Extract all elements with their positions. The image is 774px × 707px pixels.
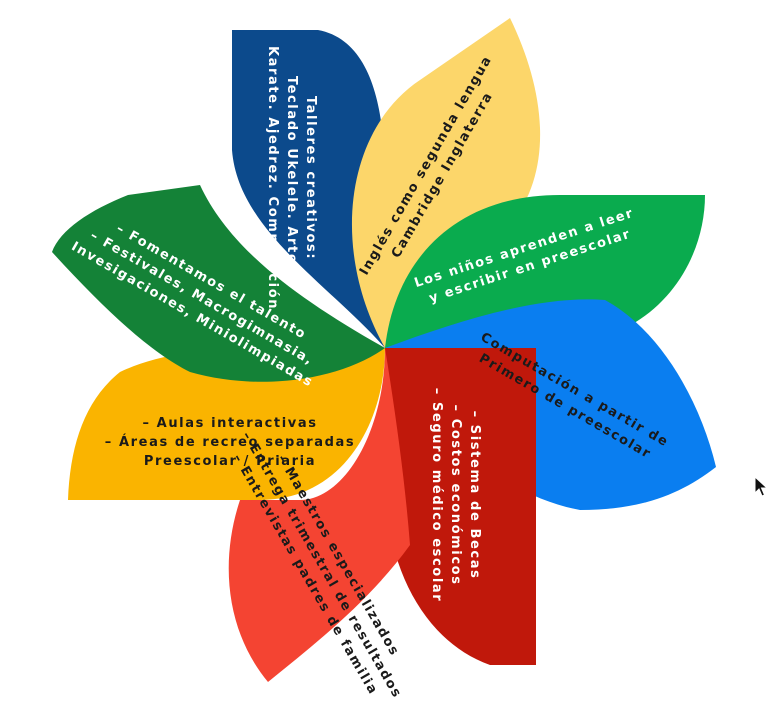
petal-ingles — [351, 18, 541, 348]
mouse-pointer-icon — [754, 476, 768, 497]
petal-becas — [385, 348, 536, 665]
petal-label-line: – Seguro médico escolar — [429, 388, 444, 603]
petal-maestros — [228, 348, 410, 682]
petal-label-aulas: – Aulas interactivas – Áreas de recreo se… — [105, 416, 355, 469]
petal-label-line: Karate. Ajedrez. Computación — [265, 46, 280, 310]
petal-label-line: Talleres creativos: — [303, 96, 318, 260]
petal-label-line: – Costos económicos — [448, 404, 463, 585]
petal-label-line: Teclado Ukelele. Artes. — [284, 76, 299, 280]
petal-layer — [52, 18, 716, 682]
petal-aulas — [68, 346, 385, 500]
petal-talento — [52, 185, 385, 382]
petal-label-line: – Áreas de recreo separadas — [105, 434, 355, 450]
petal-lectura — [385, 195, 705, 348]
petal-talleres — [232, 30, 385, 348]
petal-label-line: Preescolar / Priaria — [144, 454, 316, 469]
petal-label-becas: – Sistema de Becas – Costos económicos – S… — [429, 388, 482, 603]
petal-label-line: – Aulas interactivas — [142, 416, 317, 431]
petal-label-talleres: Talleres creativos: Teclado Ukelele. Arte… — [265, 46, 318, 310]
petal-label-line: – Sistema de Becas — [467, 411, 482, 580]
